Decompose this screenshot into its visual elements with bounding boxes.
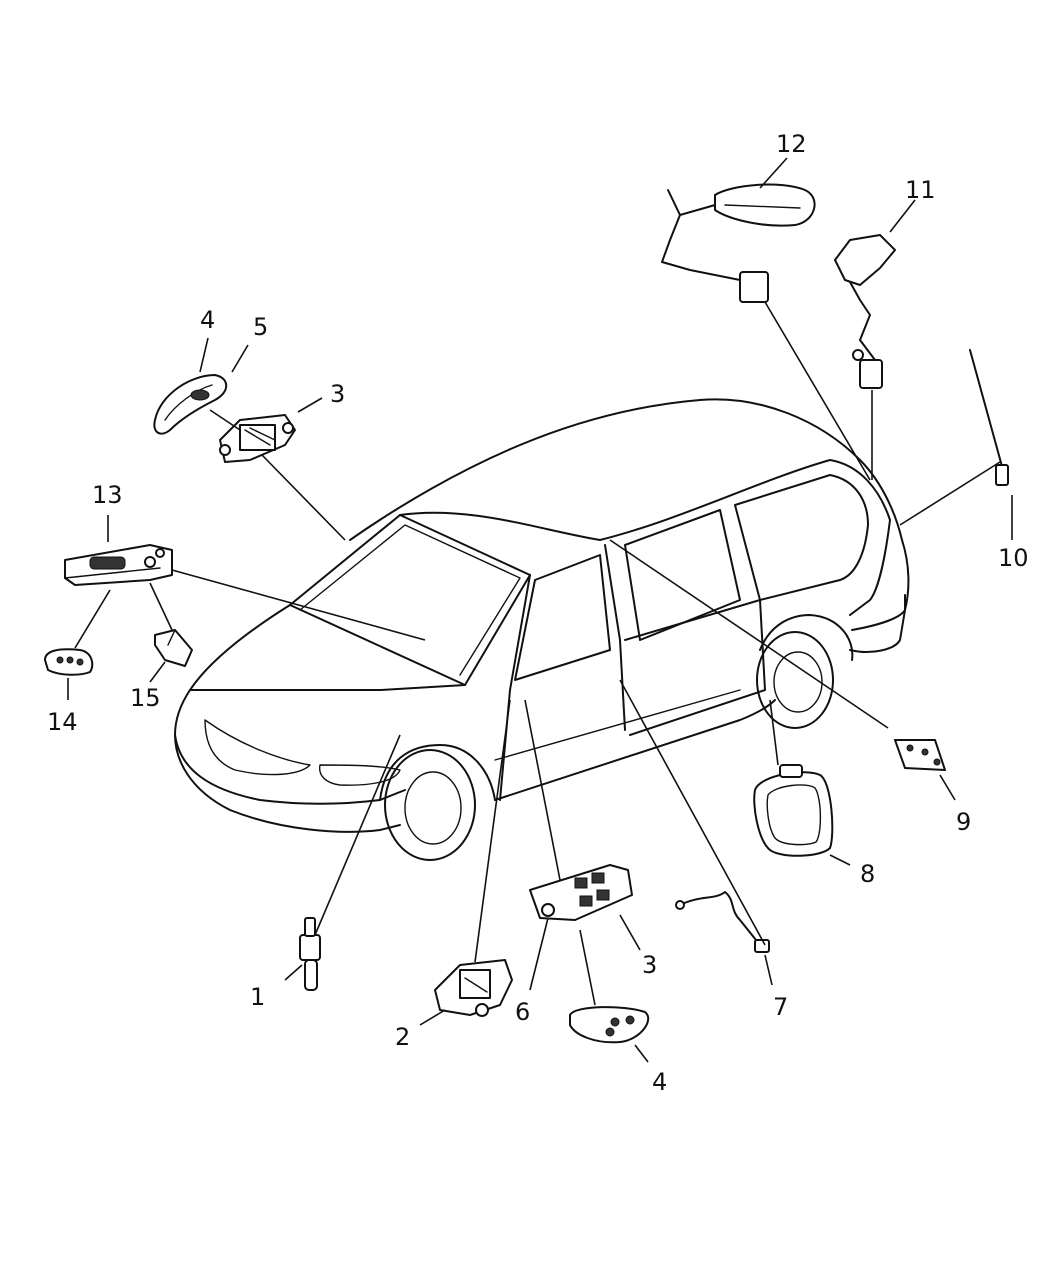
leader-lines (67, 157, 1013, 1063)
socket-part (299, 917, 321, 991)
callout-9: 9 (956, 808, 971, 836)
sensor-harness-part (834, 234, 896, 389)
mirror-harness-part (661, 183, 816, 303)
minivan-illustration (174, 398, 910, 861)
antenna-part (969, 349, 1009, 486)
lens-part-bottom (569, 1006, 650, 1044)
callout-7: 7 (773, 993, 788, 1021)
key-fob-part (44, 648, 94, 676)
module-part-bottom (434, 959, 513, 1017)
callout-6: 6 (515, 998, 530, 1026)
connector-block-part (154, 629, 193, 667)
control-unit-part (64, 544, 173, 586)
callout-3-bottom: 3 (642, 951, 657, 979)
callout-8: 8 (860, 860, 875, 888)
callout-12: 12 (776, 130, 807, 158)
callout-4-top: 4 (200, 306, 215, 334)
callout-10: 10 (998, 544, 1029, 572)
module-part-top (219, 414, 296, 463)
switch-panel-part (529, 864, 633, 921)
callout-1: 1 (250, 983, 265, 1011)
bracket-part (894, 739, 946, 771)
lens-part-top-left (153, 374, 228, 435)
wire-harness-part (675, 891, 770, 953)
callout-14: 14 (47, 708, 78, 736)
lens-part-square (753, 764, 834, 857)
callout-5: 5 (253, 313, 268, 341)
callout-3-top: 3 (330, 380, 345, 408)
callout-13: 13 (92, 481, 123, 509)
callout-4-bottom: 4 (652, 1068, 667, 1096)
callout-11: 11 (905, 176, 936, 204)
callout-15: 15 (130, 684, 161, 712)
callout-2: 2 (395, 1023, 410, 1051)
